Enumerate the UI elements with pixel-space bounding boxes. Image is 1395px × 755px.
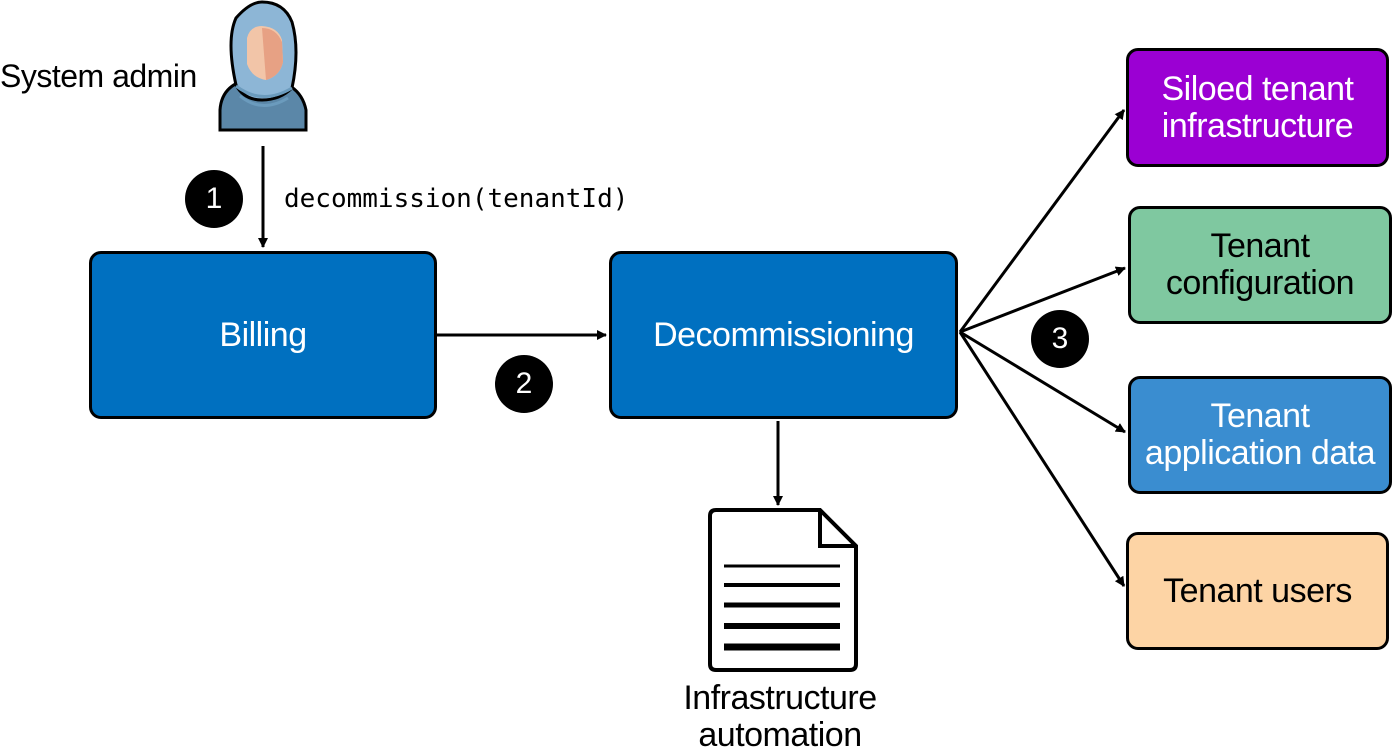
automation-label-line-1: Infrastructure <box>683 679 877 717</box>
decommissioning-label: Decommissioning <box>653 315 914 354</box>
tenant-configuration-box: Tenant configuration <box>1128 206 1392 324</box>
application-data-label-line-2: application data <box>1144 434 1376 472</box>
system-admin-person-icon <box>218 0 308 132</box>
arrow-to-users <box>958 331 1126 587</box>
siloed-label-line-1: Siloed tenant <box>1161 69 1355 108</box>
system-admin-label: System admin <box>0 58 197 94</box>
configuration-label-line-1: Tenant <box>1210 227 1310 266</box>
arrow-to-application-data <box>959 330 1126 434</box>
decommission-call-label: decommission(tenantId) <box>284 184 629 214</box>
application-data-label-line-1: Tenant <box>1210 397 1310 436</box>
document-icon <box>708 508 858 672</box>
infrastructure-automation-label: Infrastructure automation <box>640 679 920 755</box>
siloed-label-line-2: infrastructure <box>1161 106 1354 145</box>
decommissioning-service-box: Decommissioning <box>609 251 958 419</box>
users-label: Tenant users <box>1163 571 1352 610</box>
arrow-to-siloed <box>958 109 1126 333</box>
automation-label-line-2: automation <box>698 716 862 755</box>
step-1-badge: 1 <box>185 170 243 228</box>
step-2-badge: 2 <box>495 355 553 413</box>
billing-service-box: Billing <box>89 251 437 419</box>
configuration-label-line-2: configuration <box>1165 264 1355 302</box>
arrow-to-configuration <box>959 266 1126 334</box>
siloed-tenant-infrastructure-box: Siloed tenant infrastructure <box>1126 48 1389 167</box>
tenant-application-data-box: Tenant application data <box>1128 376 1392 494</box>
billing-label: Billing <box>219 315 307 354</box>
tenant-users-box: Tenant users <box>1126 532 1389 650</box>
step-3-badge: 3 <box>1031 310 1089 368</box>
